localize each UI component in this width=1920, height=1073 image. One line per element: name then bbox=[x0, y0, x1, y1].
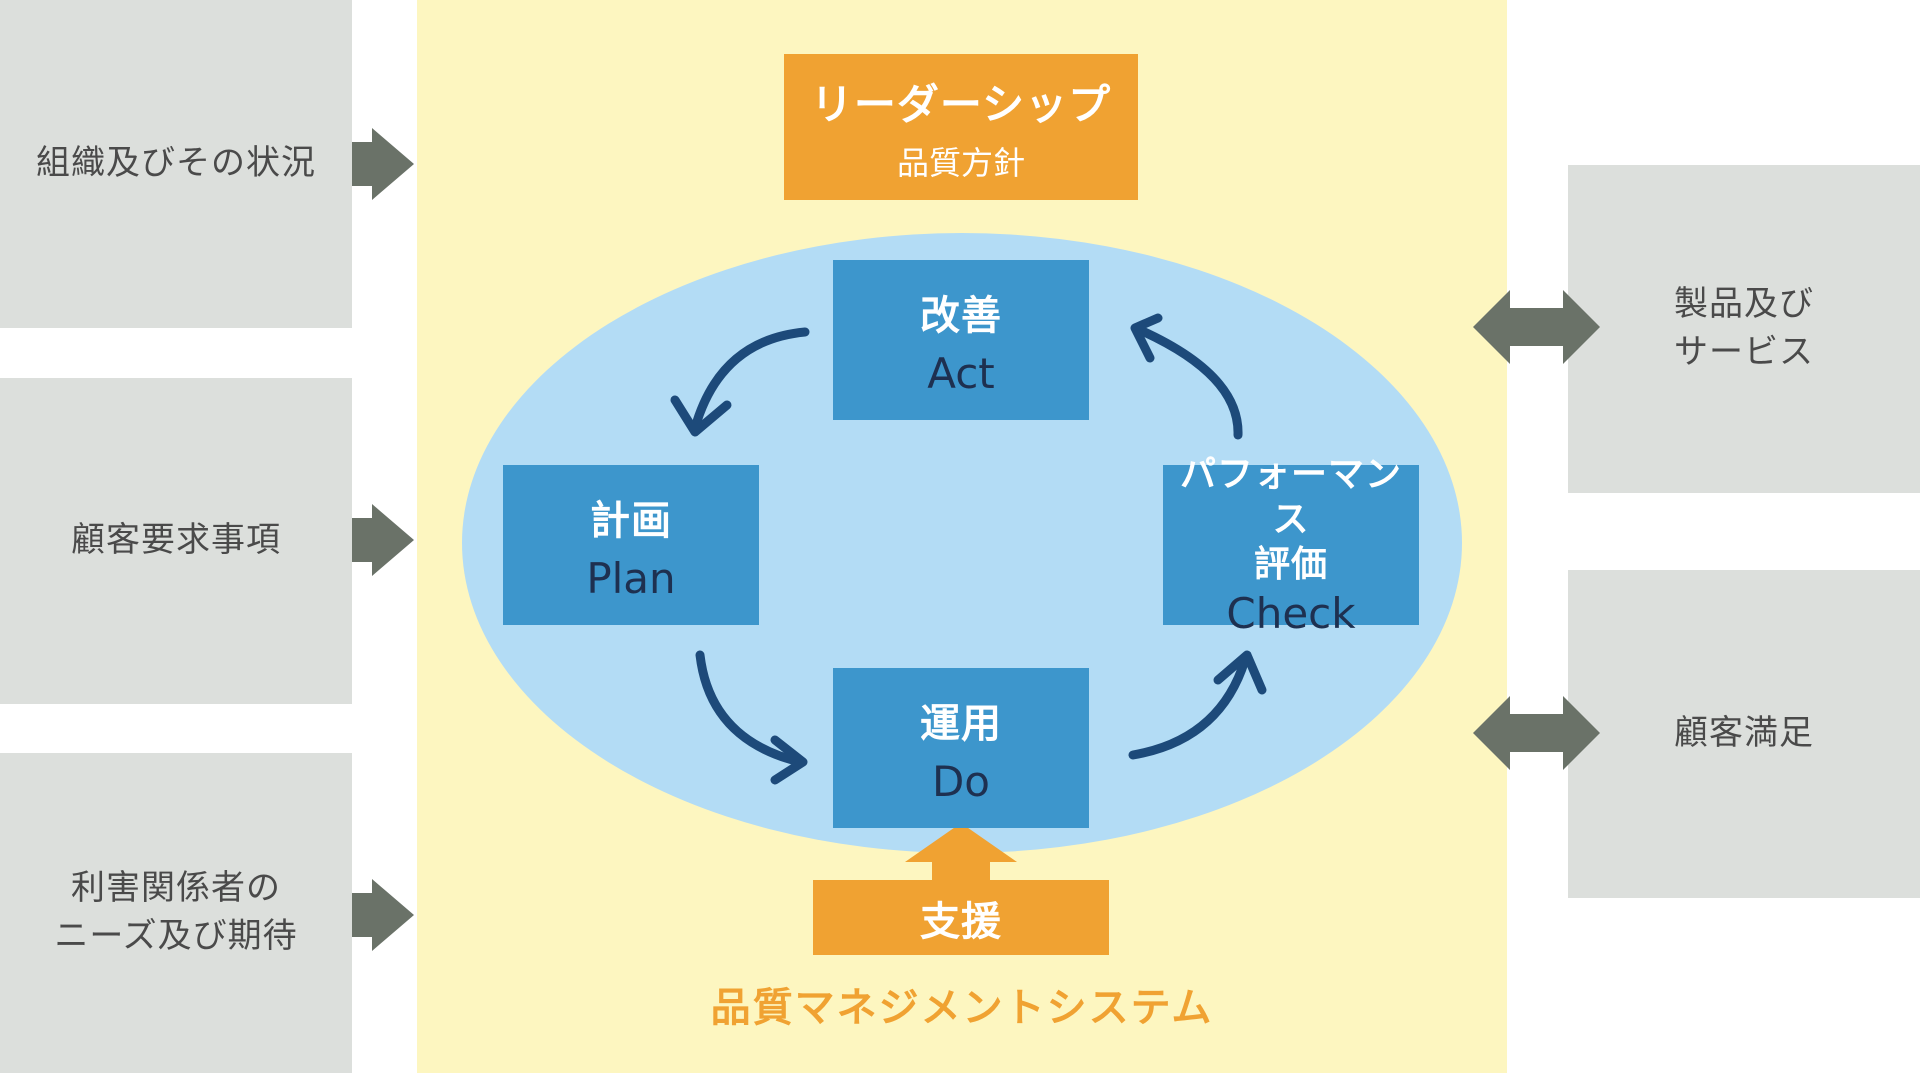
act-en-label: Act bbox=[927, 348, 995, 398]
input-label-customer-requirements: 顧客要求事項 bbox=[71, 520, 281, 561]
leadership-title: リーダーシップ bbox=[810, 79, 1112, 129]
act-jp-label: 改善 bbox=[920, 292, 1002, 339]
check-jp-label: パフォーマンス 評価 bbox=[1179, 454, 1402, 585]
plan-jp-label: 計画 bbox=[590, 497, 672, 544]
output-box-products-services: 製品及び サービス bbox=[1568, 165, 1920, 493]
output-double-arrow-1 bbox=[1473, 290, 1600, 364]
cycle-arrow-check-to-act bbox=[1135, 325, 1243, 440]
output-label-products-services: 製品及び サービス bbox=[1674, 284, 1814, 372]
input-arrow-1 bbox=[352, 128, 414, 200]
cycle-arrow-act-to-plan bbox=[690, 327, 810, 433]
cycle-arrowhead-act-to-plan bbox=[670, 395, 732, 437]
do-en-label: Do bbox=[931, 756, 991, 806]
check-box: パフォーマンス 評価 Check bbox=[1163, 454, 1419, 638]
qms-label: 品質マネジメントシステム bbox=[710, 985, 1214, 1031]
check-en-label: Check bbox=[1226, 589, 1356, 638]
plan-box: 計画 Plan bbox=[503, 465, 759, 625]
do-box: 運用 Do bbox=[833, 668, 1089, 828]
output-box-customer-satisfaction: 顧客満足 bbox=[1568, 570, 1920, 898]
support-label: 支援 bbox=[920, 898, 1002, 945]
output-label-customer-satisfaction: 顧客満足 bbox=[1674, 713, 1814, 754]
input-arrow-3 bbox=[352, 879, 414, 951]
input-label-stakeholder-needs: 利害関係者の ニーズ及び期待 bbox=[54, 868, 298, 956]
input-arrow-2 bbox=[352, 504, 414, 576]
support-box: 支援 bbox=[813, 880, 1109, 955]
cycle-arrowhead-plan-to-do bbox=[770, 735, 808, 785]
output-double-arrow-2 bbox=[1473, 696, 1600, 770]
cycle-arrowhead-check-to-act bbox=[1130, 313, 1163, 363]
cycle-arrow-do-to-check bbox=[1128, 655, 1250, 760]
input-box-stakeholder-needs: 利害関係者の ニーズ及び期待 bbox=[0, 753, 352, 1073]
support-up-arrow bbox=[905, 823, 1017, 880]
act-box: 改善 Act bbox=[833, 260, 1089, 420]
input-box-organization-context: 組織及びその状況 bbox=[0, 0, 352, 328]
do-jp-label: 運用 bbox=[920, 700, 1002, 747]
input-label-organization-context: 組織及びその状況 bbox=[36, 143, 316, 184]
plan-en-label: Plan bbox=[586, 553, 676, 603]
cycle-arrowhead-do-to-check bbox=[1213, 650, 1267, 695]
input-box-customer-requirements: 顧客要求事項 bbox=[0, 378, 352, 704]
cycle-arrow-plan-to-do bbox=[695, 650, 805, 767]
leadership-box: リーダーシップ 品質方針 bbox=[784, 54, 1138, 200]
leadership-subtitle: 品質方針 bbox=[896, 143, 1025, 182]
